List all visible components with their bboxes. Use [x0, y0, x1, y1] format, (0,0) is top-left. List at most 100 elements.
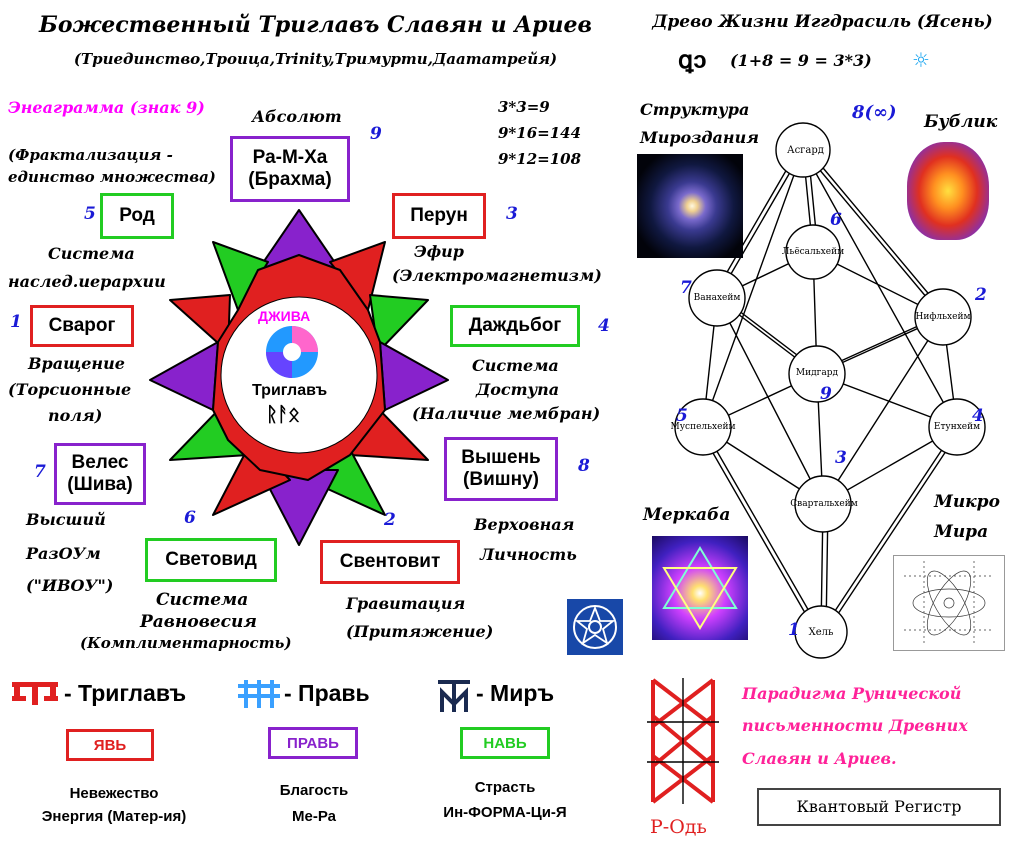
tricolor-swirl-icon	[266, 326, 318, 378]
absolute-label: Абсолют	[252, 107, 342, 126]
box-veles: Велес (Шива)	[54, 443, 146, 505]
num-hel: 1	[788, 620, 800, 640]
header-right-panel	[633, 4, 1012, 87]
caption-razoum-1: Высший	[26, 510, 106, 529]
num-svart: 3	[835, 448, 847, 468]
merkaba-star-icon	[662, 546, 738, 630]
tree-title: Древо Жизни Иггдрасиль (Ясень)	[652, 12, 993, 32]
node-etun	[928, 398, 986, 456]
box-vyshen: Вышень (Вишну)	[444, 437, 558, 501]
box-ra-line1: Ра-М-Ха	[252, 147, 328, 169]
caption-razoum-3: ("ИВОУ")	[26, 576, 114, 595]
mir-rune-icon	[438, 680, 470, 712]
paradigma-line-2: письменности Древних	[742, 716, 968, 735]
micro-world-image	[893, 555, 1005, 651]
box-perun-label: Перун	[410, 205, 468, 227]
caption-vrash-3: поля)	[48, 406, 103, 425]
caption-ravn-1: Система	[156, 590, 249, 610]
node-label-hel: Хель	[808, 627, 834, 638]
node-label-midgard: Мидгард	[795, 368, 839, 378]
caption-dost-3: (Наличие мембран)	[412, 404, 601, 423]
caption-verkh-2: Личность	[480, 545, 577, 564]
quantum-register-box: Квантовый Регистр	[757, 788, 1001, 826]
box-vyshen-line2: (Вишну)	[463, 469, 539, 490]
yav-box: ЯВЬ	[66, 729, 154, 761]
prav-line-2: Ме-Ра	[292, 808, 336, 825]
node-label-nifl: Нифльхейм	[915, 312, 971, 322]
paradigma-line-1: Парадигма Рунической	[742, 684, 962, 703]
box-ra-m-kha: Ра-М-Ха (Брахма)	[230, 136, 350, 202]
caption-dost-1: Система	[472, 356, 559, 375]
fractal-line-1: (Фрактализация -	[8, 146, 173, 164]
prav-line-1: Благость	[279, 782, 349, 799]
node-label-svart: Свартальхейм	[790, 499, 858, 509]
fractal-line-2: единство множества)	[8, 168, 216, 186]
struktura-line-1: Структура	[640, 100, 750, 119]
box-svarog-label: Сварог	[48, 315, 116, 337]
node-label-etun: Етунхейм	[933, 422, 981, 432]
star-arm-left	[149, 341, 219, 411]
main-title: Божественный Триглавъ Славян и Ариев	[39, 12, 592, 38]
mikro-line-2: Мира	[934, 522, 989, 542]
node-muspel	[674, 398, 732, 456]
caption-grav-2: (Притяжение)	[346, 622, 494, 641]
caption-efir-1: Эфир	[414, 242, 464, 261]
star-emblem-icon	[567, 599, 623, 655]
tree-formula: (1+8 = 9 = 3*3)	[730, 51, 872, 70]
node-lyos	[785, 224, 841, 280]
atom-sketch-icon	[904, 561, 994, 646]
box-dazhdbog-label: Даждьбог	[468, 315, 562, 337]
nav-line-2: Ин-ФОРМА-Ци-Я	[443, 804, 567, 821]
box-vyshen-line1: Вышень	[461, 447, 541, 469]
node-label-asgard: Асгард	[787, 145, 824, 156]
num-rod: 5	[84, 204, 96, 224]
node-midgard	[788, 345, 846, 403]
math-line-3: 9*12=108	[498, 150, 582, 168]
box-veles-line1: Велес	[71, 452, 129, 474]
triglav-rune-icon	[12, 682, 58, 705]
torus-image	[907, 142, 989, 240]
box-sventovit: Свентовит	[320, 540, 460, 584]
caption-sistema-1: Система	[48, 244, 135, 263]
main-subtitle: (Триединство,Троица,Trinity,Тримурти,Даа…	[73, 50, 558, 68]
box-sventovit-label: Свентовит	[339, 551, 441, 573]
mir-legend: - Миръ	[476, 680, 555, 706]
num-veles: 7	[34, 462, 46, 482]
caption-ravn-2: Равновесия	[140, 612, 257, 632]
num-midgard: 9	[820, 384, 832, 404]
tree-glyph: ꝗɔ	[678, 47, 707, 74]
caption-razoum-2: РазОУм	[26, 544, 101, 563]
caption-verkh-1: Верховная	[474, 515, 575, 534]
bublik-label: Бублик	[924, 112, 998, 132]
num-dazhdbog: 4	[598, 316, 610, 336]
merkaba-image	[652, 536, 748, 640]
dzhiva-label: ДЖИВА	[258, 308, 311, 324]
node-vana	[688, 269, 746, 327]
rod-rune-icon	[647, 678, 719, 804]
node-asgard	[775, 122, 831, 178]
box-svetovid: Световид	[145, 538, 277, 582]
caption-sistema-2: наслед.иерархии	[8, 272, 166, 291]
box-dazhdbog: Даждьбог	[450, 305, 580, 347]
caption-efir-2: (Электромагнетизм)	[392, 266, 602, 285]
prav-rune-icon	[238, 680, 280, 708]
math-line-2: 9*16=144	[498, 124, 582, 142]
struktura-line-2: Мироздания	[640, 128, 759, 147]
num-vyshen: 8	[578, 456, 590, 476]
prav-box: ПРАВЬ	[268, 727, 358, 759]
galaxy-image	[637, 154, 743, 258]
node-svart	[794, 475, 852, 533]
yggdrasil-tree	[674, 122, 986, 659]
num-etun: 4	[972, 406, 984, 426]
node-label-vana: Ванахейм	[693, 293, 741, 303]
mikro-line-1: Микро	[934, 492, 1000, 512]
caption-ravn-3: (Комплиментарность)	[80, 634, 292, 652]
header-left-panel	[4, 4, 627, 87]
box-veles-line2: (Шива)	[67, 474, 133, 495]
triglav-legend: - Триглавъ	[64, 680, 187, 706]
box-ra-line2: (Брахма)	[248, 169, 332, 190]
nav-line-1: Страсть	[474, 779, 536, 796]
num-sventovit: 2	[384, 510, 396, 530]
node-hel	[794, 605, 848, 659]
box-svarog: Сварог	[30, 305, 134, 347]
